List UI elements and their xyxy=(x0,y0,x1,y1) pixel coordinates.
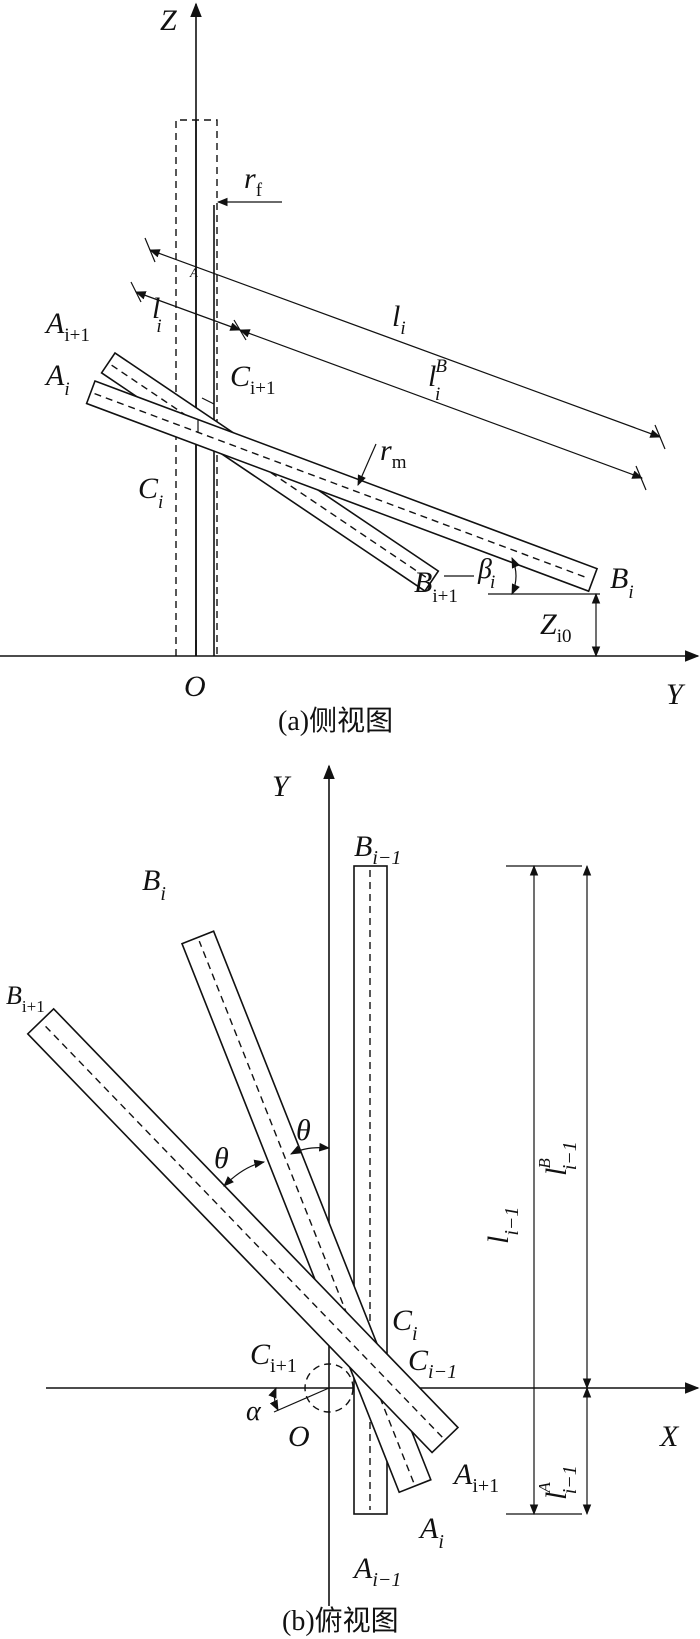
b-i-label: Bi xyxy=(610,562,634,603)
svg-text:lAi−1: lAi−1 xyxy=(535,1465,581,1500)
c-i-plus-1-label: Ci+1 xyxy=(230,360,276,399)
b-i-minus-1-label: Bi−1 xyxy=(354,830,401,869)
tick-li-a-start xyxy=(130,281,142,303)
top-view-caption: (b)俯视图 xyxy=(282,1605,399,1637)
li-a-superscript: A xyxy=(189,265,198,280)
top-view: Y X O Bi−1 Bi Bi+1 Ai−1 Ai Ai+1 Ci Ci−1 … xyxy=(6,764,700,1637)
top-c-i-minus-1-label: Ci−1 xyxy=(408,1344,457,1383)
dim-li-b xyxy=(238,329,644,479)
beta-label: βi xyxy=(477,554,495,593)
tick-li-start xyxy=(144,237,156,263)
beta-angle-arc xyxy=(511,557,520,595)
rod-i-plus-1-top xyxy=(26,1007,460,1454)
origin-label: O xyxy=(184,670,206,703)
top-a-i-plus-1-label: Ai+1 xyxy=(452,1458,499,1497)
svg-text:li−1: li−1 xyxy=(482,1207,523,1244)
a-i-minus-1-label: Ai−1 xyxy=(352,1552,401,1591)
rf-label: rf xyxy=(244,162,263,201)
origin-dashed-circle xyxy=(304,1363,354,1413)
y-axis-top-label: Y xyxy=(272,770,292,803)
tick-li-b-end xyxy=(635,465,647,491)
theta-label-lower: θ xyxy=(214,1142,229,1175)
alpha-arc xyxy=(268,1386,279,1411)
top-origin-label: O xyxy=(288,1420,310,1453)
b-i-plus-1-label: Bi+1 xyxy=(414,566,458,607)
alpha-label: α xyxy=(246,1396,262,1427)
top-c-i-plus-1-label: Ci+1 xyxy=(250,1338,297,1377)
z-i0-label: Zi0 xyxy=(540,608,571,647)
y-axis-label: Y xyxy=(666,678,686,711)
c-i-label: Ci xyxy=(138,472,163,513)
side-view-caption: (a)侧视图 xyxy=(278,705,393,737)
li-label: li xyxy=(392,300,406,339)
theta-arc-lower xyxy=(223,1159,266,1187)
rod-i xyxy=(85,379,599,593)
theta-label-upper: θ xyxy=(296,1114,311,1147)
theta-arc-upper xyxy=(290,1142,331,1155)
top-b-i-plus-1-label: Bi+1 xyxy=(6,981,45,1016)
svg-text:lBi−1: lBi−1 xyxy=(535,1141,581,1176)
a-i-label: Ai xyxy=(44,359,70,400)
contact-c-i-plus-1 xyxy=(201,397,215,405)
l-i-minus-1-label: li−1 xyxy=(482,1207,523,1244)
rm-arrow xyxy=(357,443,377,486)
top-a-i-label: Ai xyxy=(418,1512,444,1553)
dim-li xyxy=(148,249,662,438)
top-b-i-label: Bi xyxy=(142,864,166,905)
top-c-i-label: Ci xyxy=(392,1304,418,1345)
alpha-ray xyxy=(273,1387,330,1413)
tick-li-end xyxy=(654,424,666,450)
z-axis-label: Z xyxy=(160,4,177,37)
x-axis-label: X xyxy=(659,1420,680,1453)
rm-label: rm xyxy=(380,434,407,473)
a-i-plus-1-label: Ai+1 xyxy=(44,307,90,346)
